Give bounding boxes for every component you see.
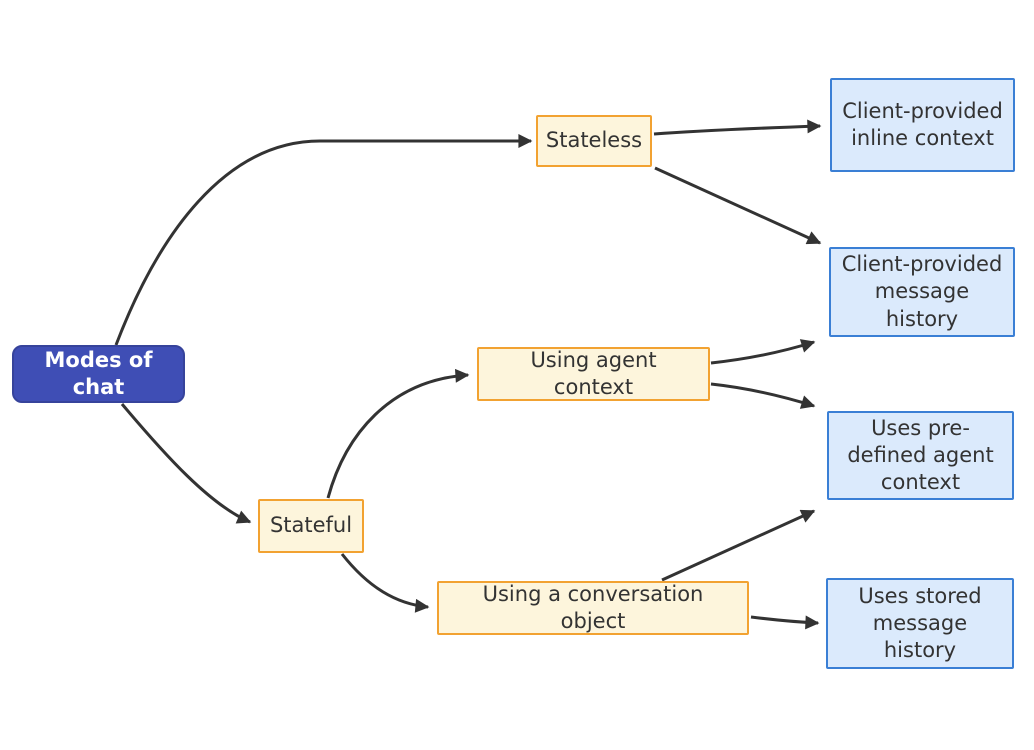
- node-stateless: Stateless: [536, 115, 652, 167]
- edge-stateful-to-conversation-object: [340, 553, 430, 613]
- edge-stateless-to-message-history: [654, 166, 822, 245]
- edge-modes-to-stateful: [120, 403, 252, 524]
- node-uses-stored-message-history: Uses stored message history: [826, 578, 1014, 669]
- edge-stateful-to-agent-context: [326, 368, 470, 499]
- edge-agent-context-to-predefined-context: [710, 382, 816, 409]
- node-using-agent-context: Using agent context: [477, 347, 710, 401]
- node-client-provided-message-history: Client-provided message history: [829, 247, 1015, 337]
- node-uses-pre-defined-agent-context: Uses pre-defined agent context: [827, 411, 1014, 500]
- edge-agent-context-to-message-history: [710, 339, 816, 365]
- edge-modes-to-stateless: [114, 134, 533, 346]
- edge-conversation-object-to-predefined-context: [661, 509, 816, 582]
- node-using-a-conversation-object: Using a conversation object: [437, 581, 749, 635]
- edge-stateless-to-inline-context: [653, 119, 822, 136]
- edge-conversation-object-to-stored-history: [750, 615, 820, 630]
- node-stateful: Stateful: [258, 499, 364, 553]
- node-modes-of-chat: Modes of chat: [12, 345, 185, 403]
- node-client-provided-inline-context: Client-provided inline context: [830, 78, 1015, 172]
